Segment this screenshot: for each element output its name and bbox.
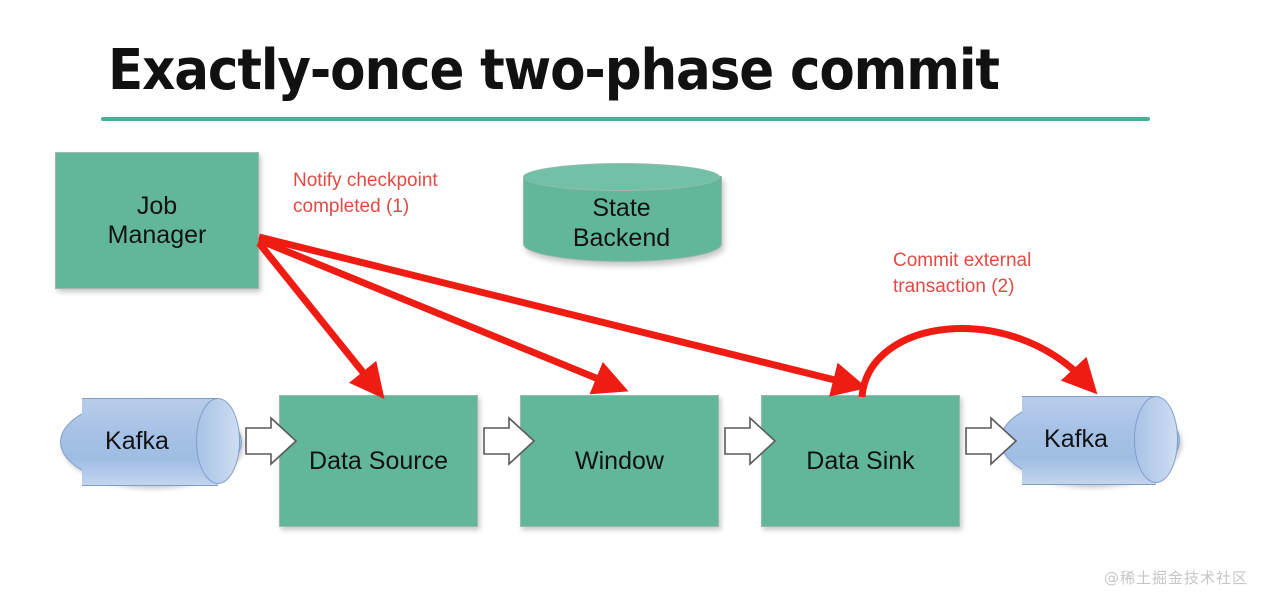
node-data-source-label: Data Source xyxy=(309,446,448,475)
node-state-backend[interactable]: State Backend xyxy=(523,163,722,262)
node-data-source[interactable]: Data Source xyxy=(279,395,478,527)
commit-arc-sink-to-kafka xyxy=(858,325,1098,398)
kafka-sink-barrel xyxy=(1022,396,1156,485)
node-data-sink-label: Data Sink xyxy=(806,446,915,475)
page-title: Exactly-once two-phase commit xyxy=(108,38,1000,103)
kafka-source-barrel xyxy=(82,398,218,486)
kafka-source-cap-ellipse xyxy=(196,398,240,484)
state-backend-top-ellipse xyxy=(523,163,720,191)
node-kafka-source-label: Kafka xyxy=(105,426,169,455)
node-state-backend-label: State Backend xyxy=(572,194,671,252)
notify-arrow-to-data-source xyxy=(256,240,385,400)
node-kafka-source[interactable]: Kafka xyxy=(60,398,242,486)
title-underline-rule xyxy=(101,117,1150,121)
node-kafka-sink-label: Kafka xyxy=(1044,425,1108,453)
node-kafka-sink[interactable]: Kafka xyxy=(1000,396,1180,485)
node-job-manager[interactable]: Job Manager xyxy=(55,152,259,289)
annotation-notify-checkpoint: Notify checkpoint completed (1) xyxy=(293,170,438,217)
watermark-text: @稀土掘金技术社区 xyxy=(1103,569,1248,587)
node-window[interactable]: Window xyxy=(520,395,719,527)
node-window-label: Window xyxy=(575,446,664,475)
kafka-sink-cap-ellipse xyxy=(1134,396,1178,483)
annotation-commit-external: Commit external transaction (2) xyxy=(893,250,1032,297)
node-job-manager-label: Job Manager xyxy=(107,191,207,249)
node-data-sink[interactable]: Data Sink xyxy=(761,395,960,527)
